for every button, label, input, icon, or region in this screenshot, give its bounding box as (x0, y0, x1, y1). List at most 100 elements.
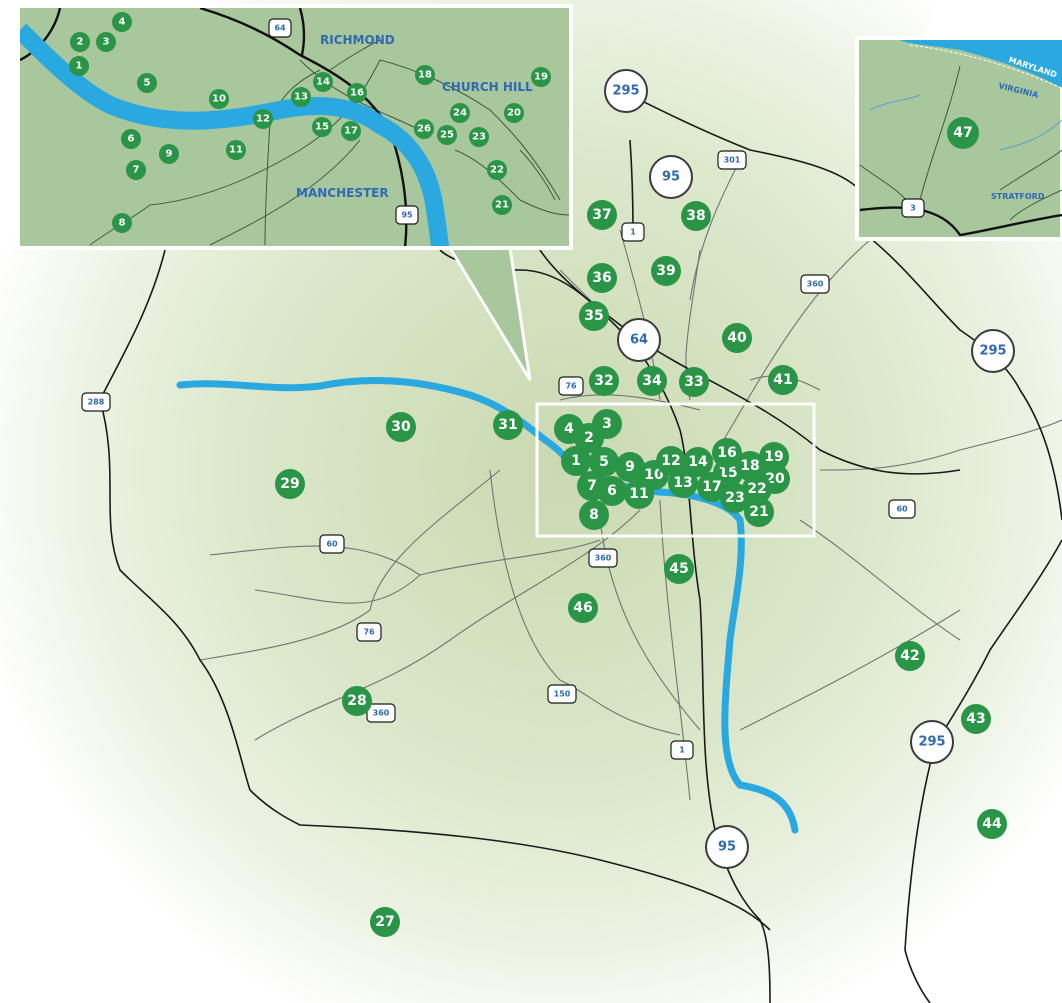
inset-marker-4[interactable]: 4 (112, 12, 132, 32)
svg-text:40: 40 (727, 330, 747, 346)
marker-11[interactable]: 11 (624, 479, 654, 509)
inset-marker-7[interactable]: 7 (126, 160, 146, 180)
svg-text:1: 1 (571, 453, 581, 469)
marker-27[interactable]: 27 (370, 907, 400, 937)
i64-badge: 64 (617, 318, 661, 362)
svg-text:22: 22 (747, 481, 766, 497)
us76-south-shield: 76 (356, 622, 382, 642)
inset-marker-9[interactable]: 9 (159, 144, 179, 164)
svg-text:3: 3 (103, 37, 110, 48)
i95-south-badge: 95 (705, 825, 749, 869)
inset-marker-5[interactable]: 5 (137, 73, 157, 93)
inset-marker-12[interactable]: 12 (253, 109, 273, 129)
marker-38[interactable]: 38 (681, 201, 711, 231)
us60-west-shield: 60 (319, 534, 345, 554)
inset-marker-10[interactable]: 10 (209, 89, 229, 109)
marker-13[interactable]: 13 (668, 468, 698, 498)
marker-41[interactable]: 41 (768, 365, 798, 395)
svg-text:47: 47 (953, 125, 972, 141)
marker-3[interactable]: 3 (592, 409, 622, 439)
i295-north-badge: 295 (604, 69, 648, 113)
marker-45[interactable]: 45 (664, 554, 694, 584)
svg-text:21: 21 (749, 504, 768, 520)
marker-31[interactable]: 31 (493, 410, 523, 440)
us60-east-shield: 60 (888, 499, 916, 519)
marker-34[interactable]: 34 (637, 366, 667, 396)
svg-text:21: 21 (495, 200, 509, 211)
marker-43[interactable]: 43 (961, 704, 991, 734)
marker-28[interactable]: 28 (342, 686, 372, 716)
marker-39[interactable]: 39 (651, 256, 681, 286)
svg-text:16: 16 (717, 445, 736, 461)
marker-8[interactable]: 8 (579, 500, 609, 530)
inset-marker-21[interactable]: 21 (492, 195, 512, 215)
marker-30[interactable]: 30 (386, 412, 416, 442)
inset-marker-8[interactable]: 8 (112, 213, 132, 233)
secondary-roads (199, 159, 1062, 801)
marker-29[interactable]: 29 (275, 469, 305, 499)
marker-37[interactable]: 37 (587, 200, 617, 230)
marker-4[interactable]: 4 (554, 414, 584, 444)
marker-5[interactable]: 5 (589, 447, 619, 477)
marker-16[interactable]: 16 (712, 438, 742, 468)
svg-text:15: 15 (315, 122, 329, 133)
inset-marker-17[interactable]: 17 (341, 121, 361, 141)
svg-text:6: 6 (607, 483, 617, 499)
stratford-creeks (869, 94, 1062, 151)
marker-19[interactable]: 19 (759, 442, 789, 472)
marker-35[interactable]: 35 (579, 301, 609, 331)
marker-9[interactable]: 9 (615, 452, 645, 482)
marker-21[interactable]: 21 (744, 497, 774, 527)
inset-marker-22[interactable]: 22 (487, 160, 507, 180)
us1-north-shield: 1 (621, 222, 645, 242)
marker-33[interactable]: 33 (679, 367, 709, 397)
inset-marker-13[interactable]: 13 (291, 87, 311, 107)
svg-text:19: 19 (534, 72, 548, 83)
inset-marker-3[interactable]: 3 (96, 32, 116, 52)
marker-47[interactable]: 47 (947, 117, 979, 149)
inset-marker-11[interactable]: 11 (226, 140, 246, 160)
inset-marker-15[interactable]: 15 (312, 117, 332, 137)
marker-7[interactable]: 7 (577, 471, 607, 501)
inset-marker-2[interactable]: 2 (70, 32, 90, 52)
svg-text:95: 95 (718, 840, 736, 855)
label-stratford: STRATFORD (991, 192, 1045, 201)
svg-text:17: 17 (702, 479, 721, 495)
us301-shield: 301 (717, 150, 747, 170)
inset-marker-6[interactable]: 6 (121, 129, 141, 149)
marker-44[interactable]: 44 (977, 809, 1007, 839)
svg-text:14: 14 (316, 77, 330, 88)
inset-marker-26[interactable]: 26 (414, 119, 434, 139)
svg-text:38: 38 (686, 208, 705, 224)
marker-1[interactable]: 1 (561, 446, 591, 476)
inset-marker-23[interactable]: 23 (469, 127, 489, 147)
inset-marker-14[interactable]: 14 (313, 72, 333, 92)
marker-12[interactable]: 12 (656, 446, 686, 476)
svg-text:360: 360 (807, 280, 824, 289)
marker-36[interactable]: 36 (587, 263, 617, 293)
svg-text:1: 1 (76, 61, 83, 72)
stratford-callout-pointer (920, 0, 1062, 40)
inset-marker-19[interactable]: 19 (531, 67, 551, 87)
marker-40[interactable]: 40 (722, 323, 752, 353)
inset-marker-25[interactable]: 25 (437, 125, 457, 145)
svg-text:295: 295 (918, 735, 945, 750)
svg-text:60: 60 (896, 505, 908, 514)
svg-text:2: 2 (77, 37, 84, 48)
inset-marker-24[interactable]: 24 (450, 103, 470, 123)
inset-marker-18[interactable]: 18 (415, 65, 435, 85)
svg-text:76: 76 (363, 628, 375, 637)
inset-marker-16[interactable]: 16 (347, 83, 367, 103)
marker-42[interactable]: 42 (895, 641, 925, 671)
marker-32[interactable]: 32 (589, 366, 619, 396)
label-manchester: MANCHESTER (296, 186, 389, 200)
inset-marker-20[interactable]: 20 (504, 103, 524, 123)
svg-text:8: 8 (119, 218, 126, 229)
svg-text:17: 17 (344, 126, 358, 137)
marker-14[interactable]: 14 (683, 447, 713, 477)
inset-marker-1[interactable]: 1 (69, 56, 89, 76)
marker-23[interactable]: 23 (720, 483, 750, 513)
marker-18[interactable]: 18 (735, 451, 765, 481)
marker-17[interactable]: 17 (697, 472, 727, 502)
marker-46[interactable]: 46 (568, 593, 598, 623)
